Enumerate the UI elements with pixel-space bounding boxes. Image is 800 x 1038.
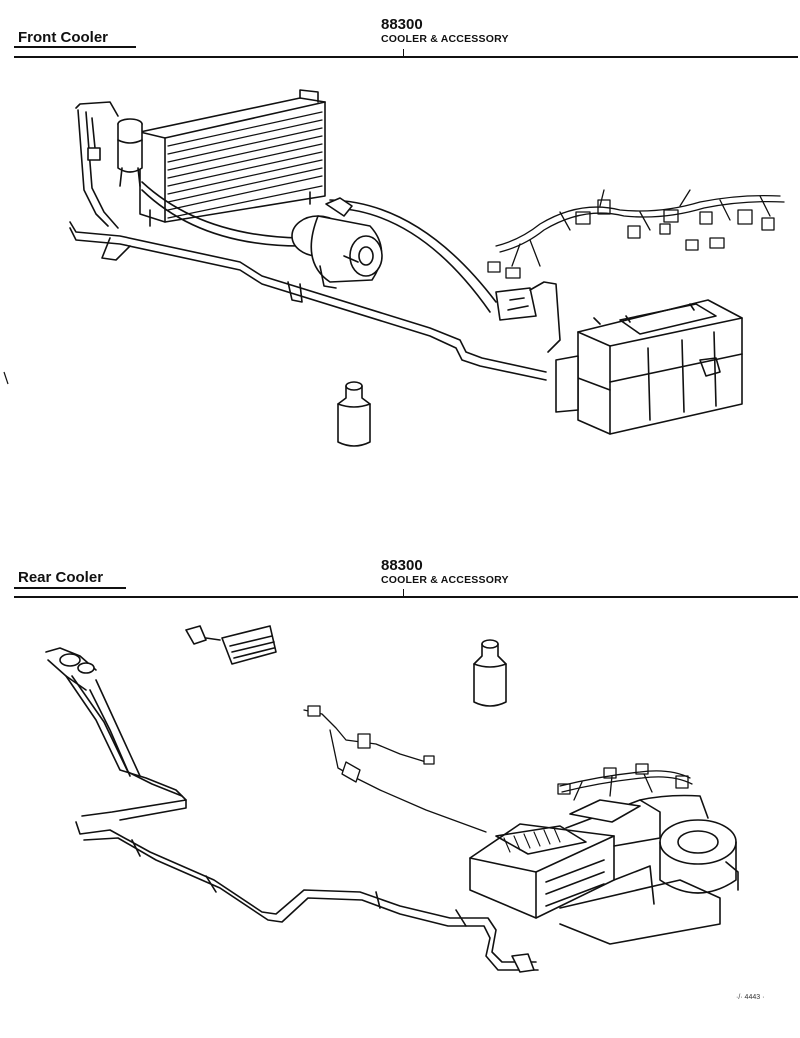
rear-cooler-diagram <box>45 625 739 973</box>
front-part-subtitle: COOLER & ACCESSORY <box>381 33 509 45</box>
front-header-tick <box>403 49 404 57</box>
condenser-illustration <box>139 89 326 227</box>
rear-unit-illustration <box>469 799 721 945</box>
blower-motor-illustration <box>639 794 739 894</box>
rear-header-tick <box>403 589 404 597</box>
refrigerant-can-rear <box>473 639 507 707</box>
rear-part-subtitle: COOLER & ACCESSORY <box>381 574 509 586</box>
rear-harness-illustration <box>557 763 693 801</box>
front-header-rule <box>14 56 798 58</box>
rear-part-code: 88300 <box>381 557 423 574</box>
compressor-illustration <box>291 197 383 289</box>
front-part-code: 88300 <box>381 16 423 33</box>
front-cooler-title: Front Cooler <box>18 29 108 46</box>
sensor-wire-illustration <box>303 705 487 833</box>
front-title-underline <box>14 46 136 48</box>
vent-grille-illustration <box>185 625 277 665</box>
rear-title-underline <box>14 587 126 589</box>
front-cooler-diagram <box>3 89 785 447</box>
evaporator-unit-illustration <box>555 299 743 435</box>
rear-header-rule <box>14 596 798 598</box>
wire-harness-illustration <box>487 189 785 279</box>
rear-cooler-title: Rear Cooler <box>18 569 104 586</box>
refrigerant-can-front <box>337 381 371 447</box>
drawing-reference-number: ·/· 4443 · <box>736 994 765 1001</box>
receiver-drier-illustration <box>117 118 143 187</box>
